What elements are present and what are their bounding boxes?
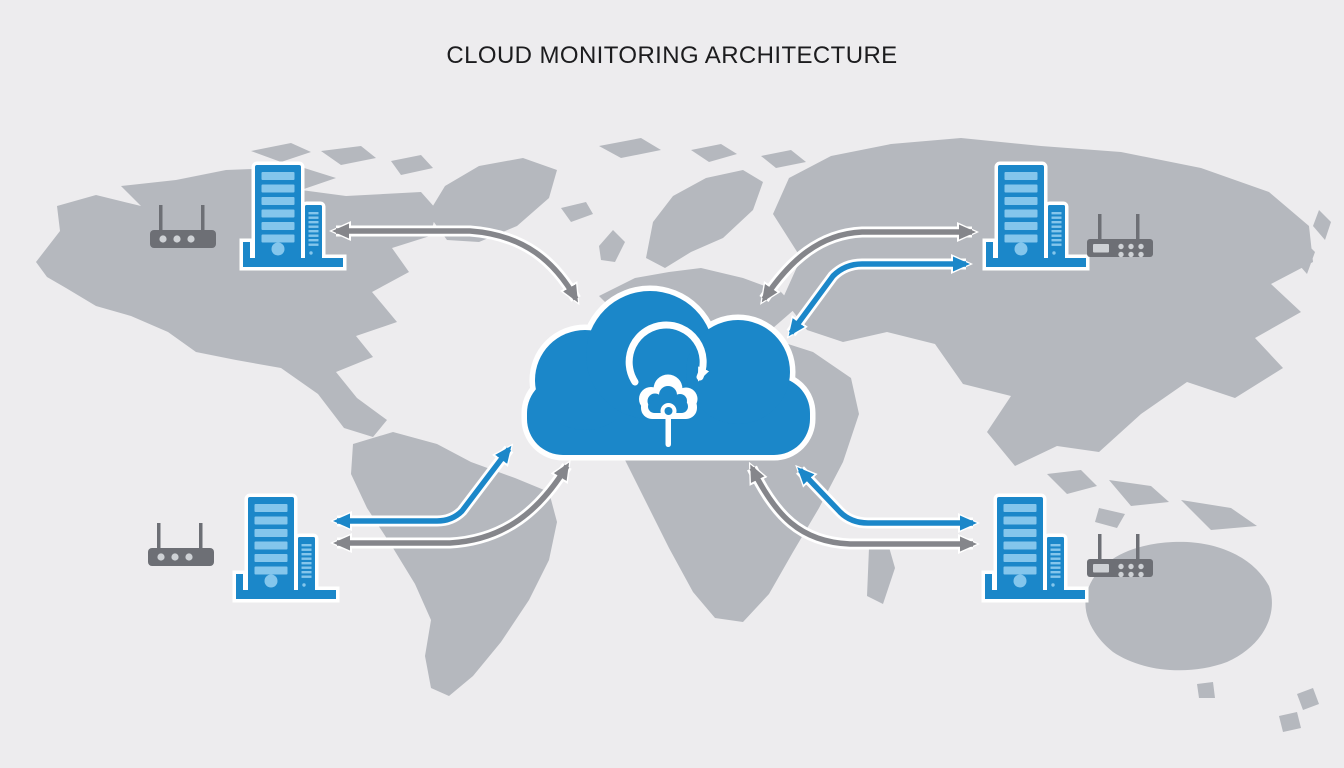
link-top-right-gray	[759, 222, 979, 305]
connection-arrows	[329, 221, 980, 554]
node-bottom-left	[148, 497, 336, 599]
link-bottom-left-gray	[330, 460, 572, 553]
link-top-right-blue	[786, 254, 973, 339]
wifi-router-icon-bottom-left	[148, 523, 214, 566]
link-top-left-gray	[329, 221, 581, 306]
sync-arrow-icon	[625, 321, 710, 386]
server-rack-icon-bottom-left	[236, 497, 336, 599]
server-rack-icon-bottom-right	[985, 497, 1085, 599]
page-title: CLOUD MONITORING ARCHITECTURE	[446, 42, 898, 69]
upload-cloud-icon	[639, 374, 698, 447]
link-bottom-right-gray	[747, 461, 980, 554]
cloud-sync-icon	[521, 285, 816, 461]
